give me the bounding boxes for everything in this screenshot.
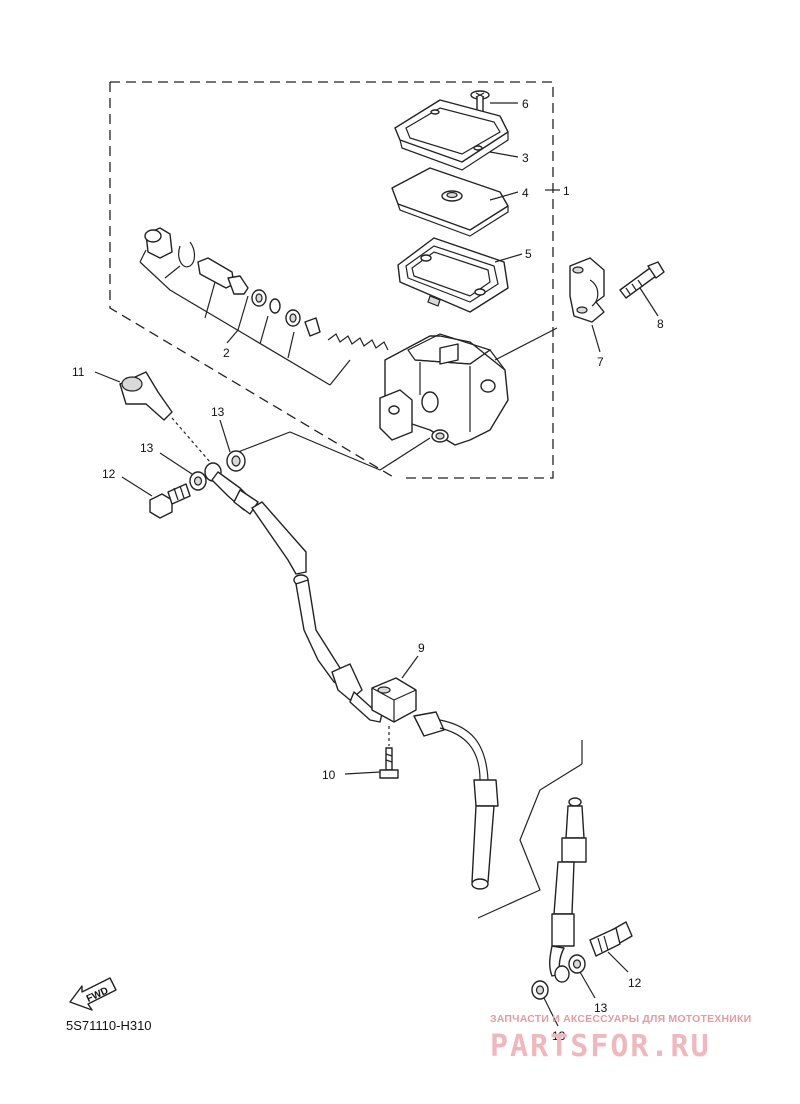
leader-5 (494, 253, 523, 263)
leader-3 (489, 151, 519, 158)
bolt-8 (619, 261, 665, 299)
leader-12b (607, 951, 629, 973)
leader-11 (94, 371, 121, 383)
callout-6: 6 (522, 97, 529, 111)
washer-13-lower-right (568, 954, 586, 974)
washer-13-upper-right (226, 450, 246, 472)
union-bolt-12-lower (589, 921, 633, 957)
callout-13b: 13 (140, 441, 154, 455)
bolt-10 (379, 726, 399, 779)
callout-12b: 12 (628, 976, 642, 990)
assembly-boundary (109, 81, 554, 479)
leader-body (494, 327, 558, 361)
brake-hose-upper (204, 462, 309, 586)
leader-7 (591, 324, 601, 353)
joint-block-9 (371, 677, 417, 723)
brake-hose-lower-left (413, 711, 499, 890)
leader-13b (159, 452, 193, 475)
leader-2 (226, 329, 239, 344)
reservoir-cap-3 (394, 99, 509, 171)
break-symbol (477, 740, 583, 919)
leader-4 (489, 191, 519, 201)
leader-11b (171, 417, 211, 463)
bleeder-cap-11 (119, 371, 173, 421)
piston-kit-2 (139, 227, 389, 386)
callout-3: 3 (522, 151, 529, 165)
callout-2: 2 (223, 346, 230, 360)
callout-13d: 13 (552, 1029, 566, 1043)
brake-hose-middle (295, 579, 383, 723)
leader-10 (344, 771, 381, 775)
callout-5: 5 (525, 247, 532, 261)
washer-13-lower-left (531, 980, 549, 1000)
brake-hose-lower-right (549, 797, 587, 977)
callout-13a: 13 (211, 405, 225, 419)
callout-12a: 12 (102, 467, 116, 481)
callout-9: 9 (418, 641, 425, 655)
watermark-brand: PARTSFOR.RU (490, 1029, 711, 1064)
fwd-arrow-icon: FWD (69, 977, 117, 1011)
diaphragm-5 (397, 237, 509, 313)
watermark-tagline: ЗАПЧАСТИ И АКСЕССУАРЫ ДЛЯ МОТОТЕХНИКИ (490, 1013, 751, 1025)
callout-4: 4 (522, 186, 529, 200)
leader-9 (401, 655, 419, 679)
callout-1: 1 (563, 184, 570, 198)
callout-8: 8 (657, 317, 664, 331)
master-cylinder-body (379, 333, 509, 446)
leader-8 (639, 287, 659, 317)
clamp-7 (569, 257, 605, 323)
leader-12a (121, 476, 153, 497)
leader-13a (219, 419, 231, 453)
washer-13-lower-mid (554, 965, 570, 983)
union-bolt-12-upper (149, 483, 191, 519)
diagram-code: 5S71110-H310 (66, 1018, 152, 1033)
leader-13c (579, 971, 596, 999)
callout-13c: 13 (594, 1001, 608, 1015)
callout-7: 7 (597, 355, 604, 369)
diaphragm-plate-4 (391, 167, 509, 237)
washer-13-upper-left (189, 471, 207, 491)
banjo-leader (237, 431, 431, 471)
callout-10: 10 (322, 768, 336, 782)
leader-13d (543, 997, 559, 1027)
callout-11: 11 (72, 365, 85, 379)
